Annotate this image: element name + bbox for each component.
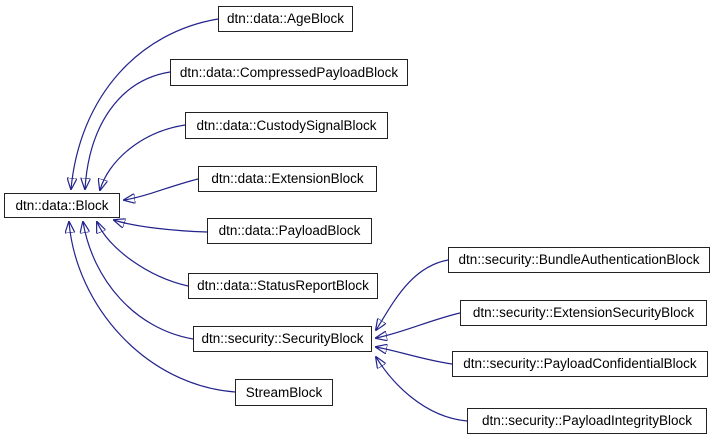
edge-custodysignal-to-block (100, 124, 186, 190)
edge-payloadintegrity-to-securityblock (376, 357, 468, 422)
edge-bundleauth-to-securityblock (376, 259, 449, 330)
node-extension-security-block[interactable]: dtn::security::ExtensionSecurityBlock (460, 300, 707, 326)
edge-extsecurity-to-securityblock (376, 312, 461, 338)
edge-payloadconf-to-securityblock (376, 347, 453, 365)
node-payload-confidential-block[interactable]: dtn::security::PayloadConfidentialBlock (452, 351, 708, 377)
node-security-block[interactable]: dtn::security::SecurityBlock (193, 326, 372, 352)
node-compressed-payload-block[interactable]: dtn::data::CompressedPayloadBlock (170, 59, 408, 86)
edge-statusreport-to-block (97, 222, 189, 287)
node-status-report-block[interactable]: dtn::data::StatusReportBlock (188, 273, 378, 299)
edge-streamblock-to-block (69, 222, 236, 393)
node-extension-block[interactable]: dtn::data::ExtensionBlock (198, 166, 377, 192)
edge-ageblock-to-block (71, 18, 219, 189)
node-bundle-authentication-block[interactable]: dtn::security::BundleAuthenticationBlock (448, 247, 710, 273)
node-custody-signal-block[interactable]: dtn::data::CustodySignalBlock (185, 112, 388, 139)
edge-payloadblock-to-block (114, 220, 208, 233)
edge-compressedpayload-to-block (85, 71, 171, 189)
edge-securityblock-to-block (83, 222, 194, 340)
node-stream-block[interactable]: StreamBlock (235, 379, 333, 406)
node-payload-integrity-block[interactable]: dtn::security::PayloadIntegrityBlock (467, 408, 707, 434)
edge-extensionblock-to-block (124, 178, 199, 200)
node-age-block[interactable]: dtn::data::AgeBlock (218, 6, 353, 32)
node-payload-block[interactable]: dtn::data::PayloadBlock (207, 218, 372, 244)
node-block[interactable]: dtn::data::Block (4, 193, 120, 218)
